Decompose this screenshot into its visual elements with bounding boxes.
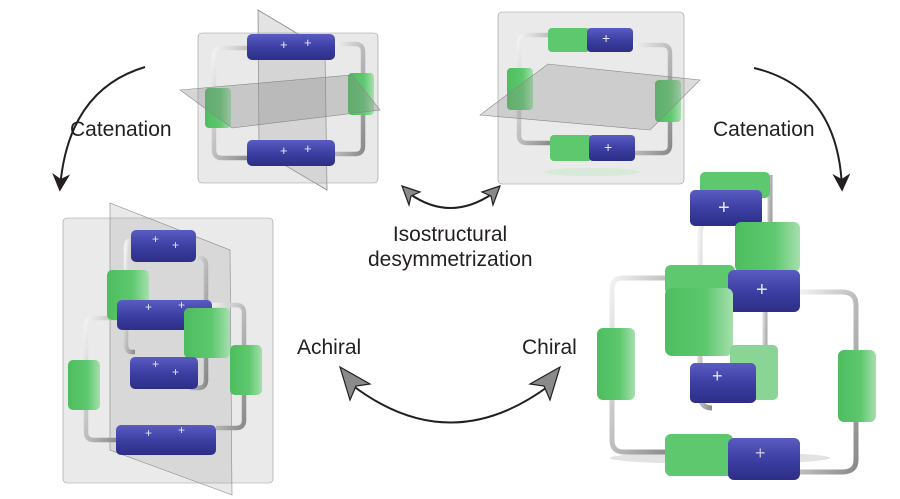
charge-plus: +: [280, 143, 288, 158]
neutral-unit: [735, 222, 800, 272]
catenation-label-right: Catenation: [713, 118, 815, 141]
catenation-label-left: Catenation: [70, 118, 172, 141]
charge-plus: +: [756, 279, 768, 301]
charge-plus: +: [145, 300, 152, 314]
arrowhead-gray: [528, 365, 562, 402]
charge-plus: +: [145, 426, 152, 440]
cation-unit: [247, 140, 335, 166]
neutral-unit: [838, 350, 876, 422]
isostructural-label-line1: Isostructural: [392, 223, 508, 246]
neutral-half: [665, 434, 733, 476]
cation-unit: [728, 270, 800, 312]
charge-plus: +: [602, 30, 610, 46]
catenation-arrow-right: [753, 67, 851, 192]
neutral-unit: [507, 68, 533, 110]
structure-bottom-left: + + + + + + + +: [62, 202, 274, 496]
cation-unit: [130, 357, 198, 389]
cation-half: [690, 363, 756, 403]
charge-plus: +: [304, 141, 312, 156]
charge-plus: +: [712, 366, 723, 386]
isostructural-double-arrow: [401, 185, 501, 209]
cation-half: [589, 135, 635, 161]
cation-unit: [131, 230, 196, 262]
charge-plus: +: [152, 232, 159, 246]
shadow: [544, 168, 640, 176]
isostructural-label-line2: desymmetrization: [368, 248, 533, 272]
charge-plus: +: [152, 357, 159, 371]
mirror-plane-horizontal: [479, 63, 701, 131]
chiral-label: Chiral: [522, 336, 577, 359]
charge-plus: +: [604, 139, 612, 155]
neutral-unit: [184, 308, 230, 358]
structure-top-right: + +: [479, 11, 701, 185]
cation-unit: [247, 34, 335, 60]
neutral-unit: [665, 265, 735, 295]
neutral-unit: [665, 288, 733, 356]
neutral-unit: [68, 360, 100, 410]
charge-plus: +: [755, 443, 766, 463]
neutral-half: [548, 28, 590, 52]
neutral-unit: [655, 80, 681, 122]
charge-plus: +: [172, 238, 179, 252]
charge-plus: +: [172, 365, 179, 379]
charge-plus: +: [280, 37, 288, 52]
charge-plus: +: [178, 298, 185, 312]
achiral-label: Achiral: [297, 336, 362, 359]
cation-half: [690, 190, 762, 226]
charge-plus: +: [718, 197, 730, 219]
isostructural-label: Isostructural desymmetrization: [368, 222, 533, 272]
structure-bottom-right: + + + +: [597, 172, 876, 480]
neutral-unit: [348, 73, 374, 115]
cation-half: [587, 28, 633, 52]
neutral-unit: [230, 345, 262, 395]
cation-half: [728, 438, 800, 480]
cation-unit: [116, 425, 216, 455]
neutral-half: [550, 135, 592, 161]
arrowhead-gray: [338, 365, 372, 402]
structure-top-left: + + + +: [179, 9, 381, 191]
mirror-plane-horizontal: [179, 74, 381, 129]
neutral-unit: [597, 328, 635, 400]
neutral-unit: [205, 88, 231, 128]
arrowhead-gray: [480, 185, 501, 208]
charge-plus: +: [304, 35, 312, 50]
arrowhead-gray: [401, 185, 422, 208]
chirality-double-arrow: [338, 365, 562, 424]
catenation-arrow-left: [52, 66, 146, 192]
charge-plus: +: [178, 423, 185, 437]
